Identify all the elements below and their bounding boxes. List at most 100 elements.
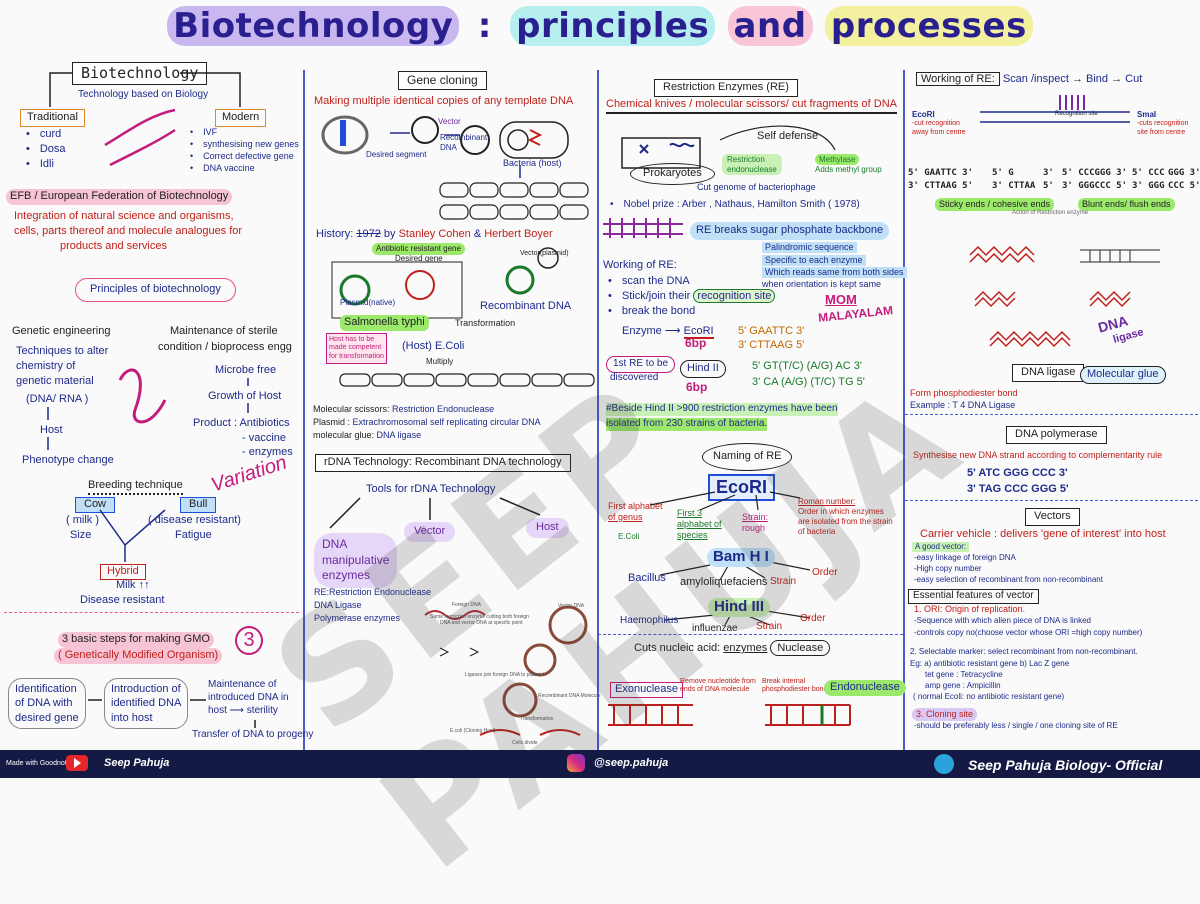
title-word-principles: principles: [510, 6, 716, 46]
mod-item: synthesising new genes: [190, 139, 299, 150]
vector-label: Vector: [438, 117, 461, 126]
naming-note: First alphabet: [608, 501, 663, 511]
nuclease-diagram: [608, 704, 851, 726]
transfer-label: Transfer of DNA to progeny: [192, 729, 314, 740]
cloning-site-note: -should be preferably less / single / on…: [914, 721, 1118, 730]
footer-bar: Made with Goodnotes Seep Pahuja @seep.pa…: [0, 750, 1200, 778]
rdna-figure: [424, 605, 588, 736]
definition-plasmid: Plasmid : Extrachromosomal self replicat…: [313, 417, 541, 427]
ecori-note: away from centre: [912, 129, 966, 136]
vector-bubble: Vector: [404, 522, 456, 542]
hindiii: Hind III: [708, 598, 770, 617]
re-action-figure: [969, 245, 1160, 348]
cow-trait: Size: [70, 529, 92, 541]
re-definition: Chemical knives / molecular scissors/ cu…: [606, 98, 897, 114]
sticky-seq: 3' CTTAAG 5': [908, 181, 974, 191]
ge-text: Techniques to alter: [16, 345, 109, 357]
smai-note: site from centre: [1137, 129, 1186, 136]
nobel-prize: Nobel prize : Arber , Nathaus, Hamilton …: [610, 199, 860, 212]
ligase-note: Example : T 4 DNA Ligase: [910, 400, 1016, 410]
title-word-biotechnology: Biotechnology: [167, 6, 460, 46]
ecori-seq: 3' CTTAAG 5': [738, 339, 805, 351]
cow-box: Cow: [75, 497, 116, 513]
sterile-heading: condition / bioprocess engg: [158, 341, 292, 353]
tools-label: Tools for rDNA Technology: [366, 483, 496, 495]
product-label: Product : Antibiotics: [193, 417, 290, 429]
tool-item: Polymerase enzymes: [314, 613, 401, 623]
title-colon: :: [477, 6, 492, 46]
host-label: Host: [40, 424, 63, 436]
principles-heading: Principles of biotechnology: [75, 278, 236, 302]
working-re: Working of RE:: [603, 259, 677, 271]
telegram-channel-name[interactable]: Seep Pahuja Biology- Official: [968, 757, 1163, 773]
sticky-ends: Sticky ends / cohesive ends: [935, 198, 1055, 212]
principles-lines: [47, 368, 249, 450]
hindiii-part: Haemophilus: [620, 615, 679, 626]
microbe-free: Microbe free: [215, 364, 277, 376]
bamhi: Bam H I: [707, 548, 775, 567]
selectable-marker: tet gene : Tetracycline: [925, 670, 1003, 679]
sticky-seq: 5': [1043, 181, 1054, 191]
endonuclease: Endonuclease: [824, 680, 906, 696]
polymerase-seq: 3' TAG CCC GGG 5': [967, 483, 1069, 495]
first-re: discovered: [610, 372, 659, 383]
ge-text: chemistry of: [16, 360, 76, 372]
cuts-nucleic-acid: Cuts nucleic acid: enzymes Nuclease: [634, 640, 831, 656]
growth-host: Growth of Host: [208, 390, 282, 402]
figure-caption: Foreign DNA: [452, 602, 481, 608]
six-bp-handwriting: 6bp: [686, 380, 708, 394]
efb-heading: EFB / European Federation of Biotechnolo…: [6, 189, 233, 205]
bull-trait: Fatigue: [175, 529, 212, 541]
first-re: 1st RE to be: [606, 356, 676, 373]
recognition-diagram: [980, 95, 1130, 123]
ge-text: genetic material: [16, 375, 94, 387]
action-caption: Action of Restriction enzyme: [1012, 210, 1089, 216]
cloning-site: 3. Cloning site: [912, 708, 978, 722]
antibiotic-gene-label: Antibiotic resistant gene: [372, 243, 465, 255]
carrier-vehicle: Carrier vehicle : delivers 'gene of inte…: [920, 528, 1166, 540]
modern-box: Modern: [215, 109, 267, 127]
definition-scissors: Molecular scissors: Restriction Endonucl…: [313, 404, 495, 414]
ecori-seq: 5' GAATTC 3': [738, 325, 805, 337]
prokaryotes-label: Prokaryotes: [630, 163, 715, 185]
ligase-note: Form phosphodiester bond: [910, 388, 1018, 398]
essential-features: Essential features of vector: [908, 589, 1039, 604]
blunt-seq: GGG 3': [1168, 168, 1200, 178]
naming-of-re: Naming of RE: [702, 443, 793, 471]
history-line: History: 1972 by Stanley Cohen & Herbert…: [316, 228, 553, 240]
re-header: Restriction Enzymes (RE): [654, 79, 798, 97]
host-bubble: Host: [526, 518, 569, 538]
page-title: Biotechnology : principles and processes: [0, 6, 1200, 46]
palindrome-note: Specific to each enzyme: [762, 255, 866, 267]
naming-note: Strain:rough: [742, 512, 769, 533]
instagram-icon[interactable]: [567, 754, 585, 772]
youtube-channel-name[interactable]: Seep Pahuja: [104, 757, 170, 769]
blunt-seq: 3' GGG: [1132, 181, 1165, 191]
tool-item: RE:Restriction Endonuclease: [314, 587, 432, 597]
desired-segment-label: Desired segment: [366, 150, 427, 159]
trad-item: Idli: [26, 158, 54, 172]
hash-note: #Beside Hind II >900 restriction enzymes…: [606, 403, 838, 416]
good-vector-item: -High copy number: [914, 564, 982, 573]
figure-caption: Transformation: [520, 716, 554, 722]
blunt-seq: CCC 5': [1168, 181, 1200, 191]
youtube-icon[interactable]: [66, 755, 88, 771]
recombinant-dna-label: Recombinant DNA: [480, 300, 572, 312]
mod-item: IVF: [190, 127, 217, 138]
rdna-header: rDNA Technology: Recombinant DNA technol…: [315, 454, 571, 472]
efb-definition: products and services: [60, 240, 167, 252]
hybrid-trait: Disease resistant: [80, 594, 165, 606]
instagram-handle[interactable]: @seep.pahuja: [594, 757, 669, 769]
figure-caption: Recombinant DNA Molecule: [538, 693, 601, 699]
telegram-icon[interactable]: [934, 754, 954, 774]
tools-arrows: [329, 497, 541, 529]
bacteria-label: Bacteria (host): [503, 158, 562, 168]
sticky-seq: 5' G: [992, 168, 1014, 178]
